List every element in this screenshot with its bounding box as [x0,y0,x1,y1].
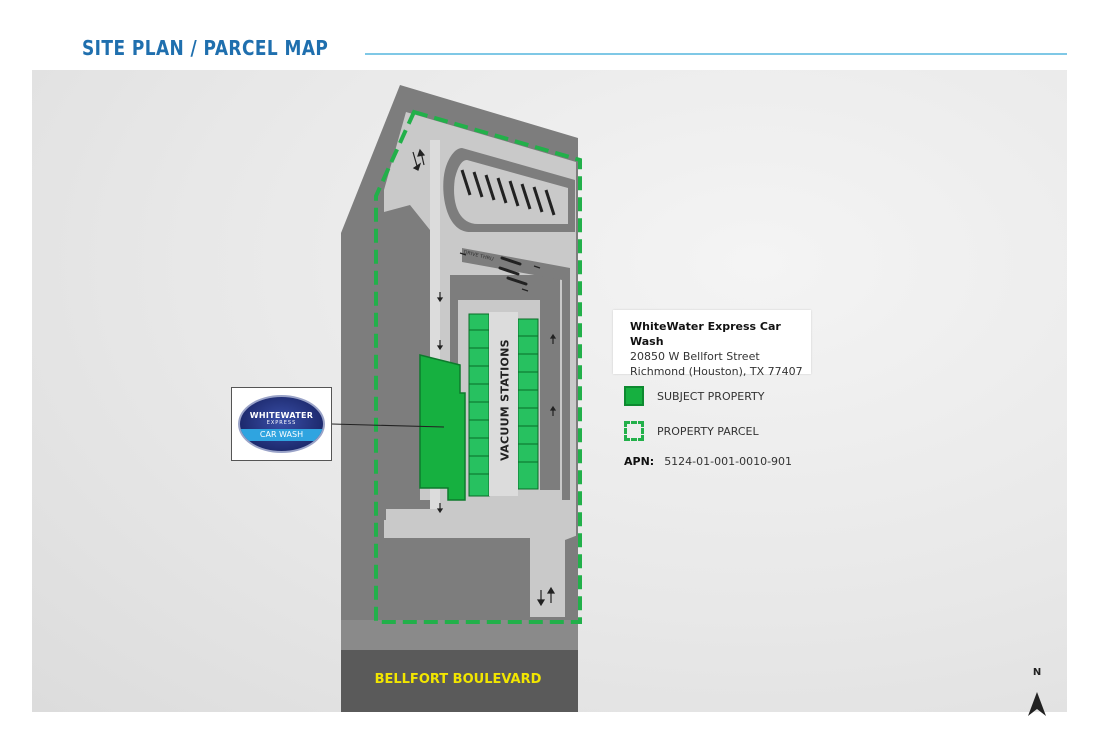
subject-swatch-icon [624,386,644,406]
legend-parcel-label: PROPERTY PARCEL [657,424,759,438]
bellfort-boulevard [341,650,578,712]
logo-line3: CAR WASH [240,429,323,441]
apn-value: 5124-01-001-0010-901 [664,455,793,468]
property-parcel-outline [374,109,582,624]
page-header: SITE PLAN / PARCEL MAP [82,34,372,62]
north-label: N [1032,667,1042,678]
property-info-card: WhiteWater Express Car Wash 20850 W Bell… [613,310,811,378]
leader-line [331,423,445,428]
parcel-swatch-icon [624,421,644,441]
subject-building [419,354,466,501]
vacuum-stations [468,312,539,497]
page-title: SITE PLAN / PARCEL MAP [82,36,329,60]
logo-line2: EXPRESS [266,420,297,426]
direction-arrows [412,148,557,607]
legend-subject-property: SUBJECT PROPERTY [624,386,764,406]
bottom-island [384,538,530,617]
parking-stripes [460,169,556,216]
legend-subject-label: SUBJECT PROPERTY [657,389,765,403]
property-name: WhiteWater Express Car Wash [630,320,781,348]
street-label: BELLFORT BOULEVARD [374,672,542,687]
logo-line1: WHITEWATER [249,411,314,420]
whitewater-logo: WHITEWATER EXPRESS CAR WASH [238,395,325,453]
left-island [384,205,430,520]
central-island [450,275,560,500]
logo-callout: WHITEWATER EXPRESS CAR WASH [231,387,332,461]
drive-thru-marks [498,256,528,286]
vacuum-stations-label: VACUUM STATIONS [498,339,512,461]
address-line1: 20850 W Bellfort Street [630,350,760,363]
north-arrow-icon [1028,692,1046,716]
legend-property-parcel: PROPERTY PARCEL [624,421,759,441]
apn-line: APN: 5124-01-001-0010-901 [624,455,792,468]
title-rule [365,53,1067,55]
apn-label: APN: [624,455,655,468]
address-line2: Richmond (Houston), TX 77407 [630,365,803,378]
